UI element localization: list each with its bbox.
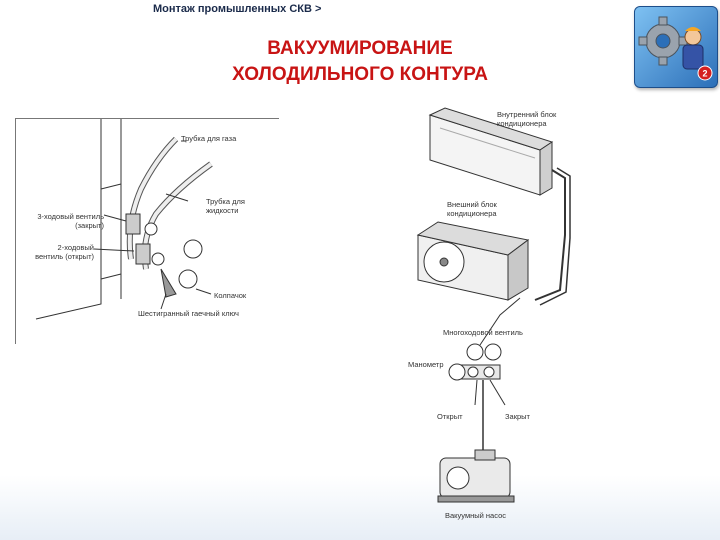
label-manifold: Многоходовой вентиль xyxy=(443,328,523,337)
gear-worker-icon: 2 xyxy=(638,16,713,81)
label-gauge: Манометр xyxy=(408,360,444,369)
badge-number-circle xyxy=(697,65,713,81)
badge-number: 2 xyxy=(702,69,707,79)
outdoor-unit xyxy=(417,234,509,301)
label-2way-valve: 2-ходовый вентиль (открыт) xyxy=(35,243,94,261)
label-liquid-pipe: Трубка для жидкости xyxy=(206,197,245,215)
label-hex-key: Шестигранный гаечный ключ xyxy=(138,309,239,318)
title-line-2: ХОЛОДИЛЬНОГО КОНТУРА xyxy=(232,64,488,85)
label-outdoor-unit: Внешний блок кондиционера xyxy=(447,200,497,218)
label-vacuum-pump: Вакуумный насос xyxy=(445,511,506,520)
label-cap: Колпачок xyxy=(214,291,247,300)
vacuum-pump xyxy=(439,457,511,499)
manifold-body xyxy=(454,364,501,380)
label-open: Открыт xyxy=(437,412,463,421)
label-closed: Закрыт xyxy=(505,412,530,421)
valve-diagram: Трубка для газа Трубка для жидкости 3-хо… xyxy=(15,118,279,344)
label-gas-pipe: Трубка для газа xyxy=(181,134,237,143)
label-indoor-unit: Внутренний блок кондиционера xyxy=(497,110,557,128)
label-3way-valve: 3-ходовый вентиль (закрыт) xyxy=(37,212,104,230)
breadcrumb[interactable]: Монтаж промышленных СКВ > xyxy=(153,3,322,15)
section-badge[interactable]: 2 xyxy=(634,6,718,88)
title-line-1: ВАКУУМИРОВАНИЕ xyxy=(267,38,453,59)
outdoor-fan xyxy=(423,241,465,283)
page-title: ВАКУУМИРОВАНИЕ ХОЛОДИЛЬНОГО КОНТУРА xyxy=(180,36,540,88)
